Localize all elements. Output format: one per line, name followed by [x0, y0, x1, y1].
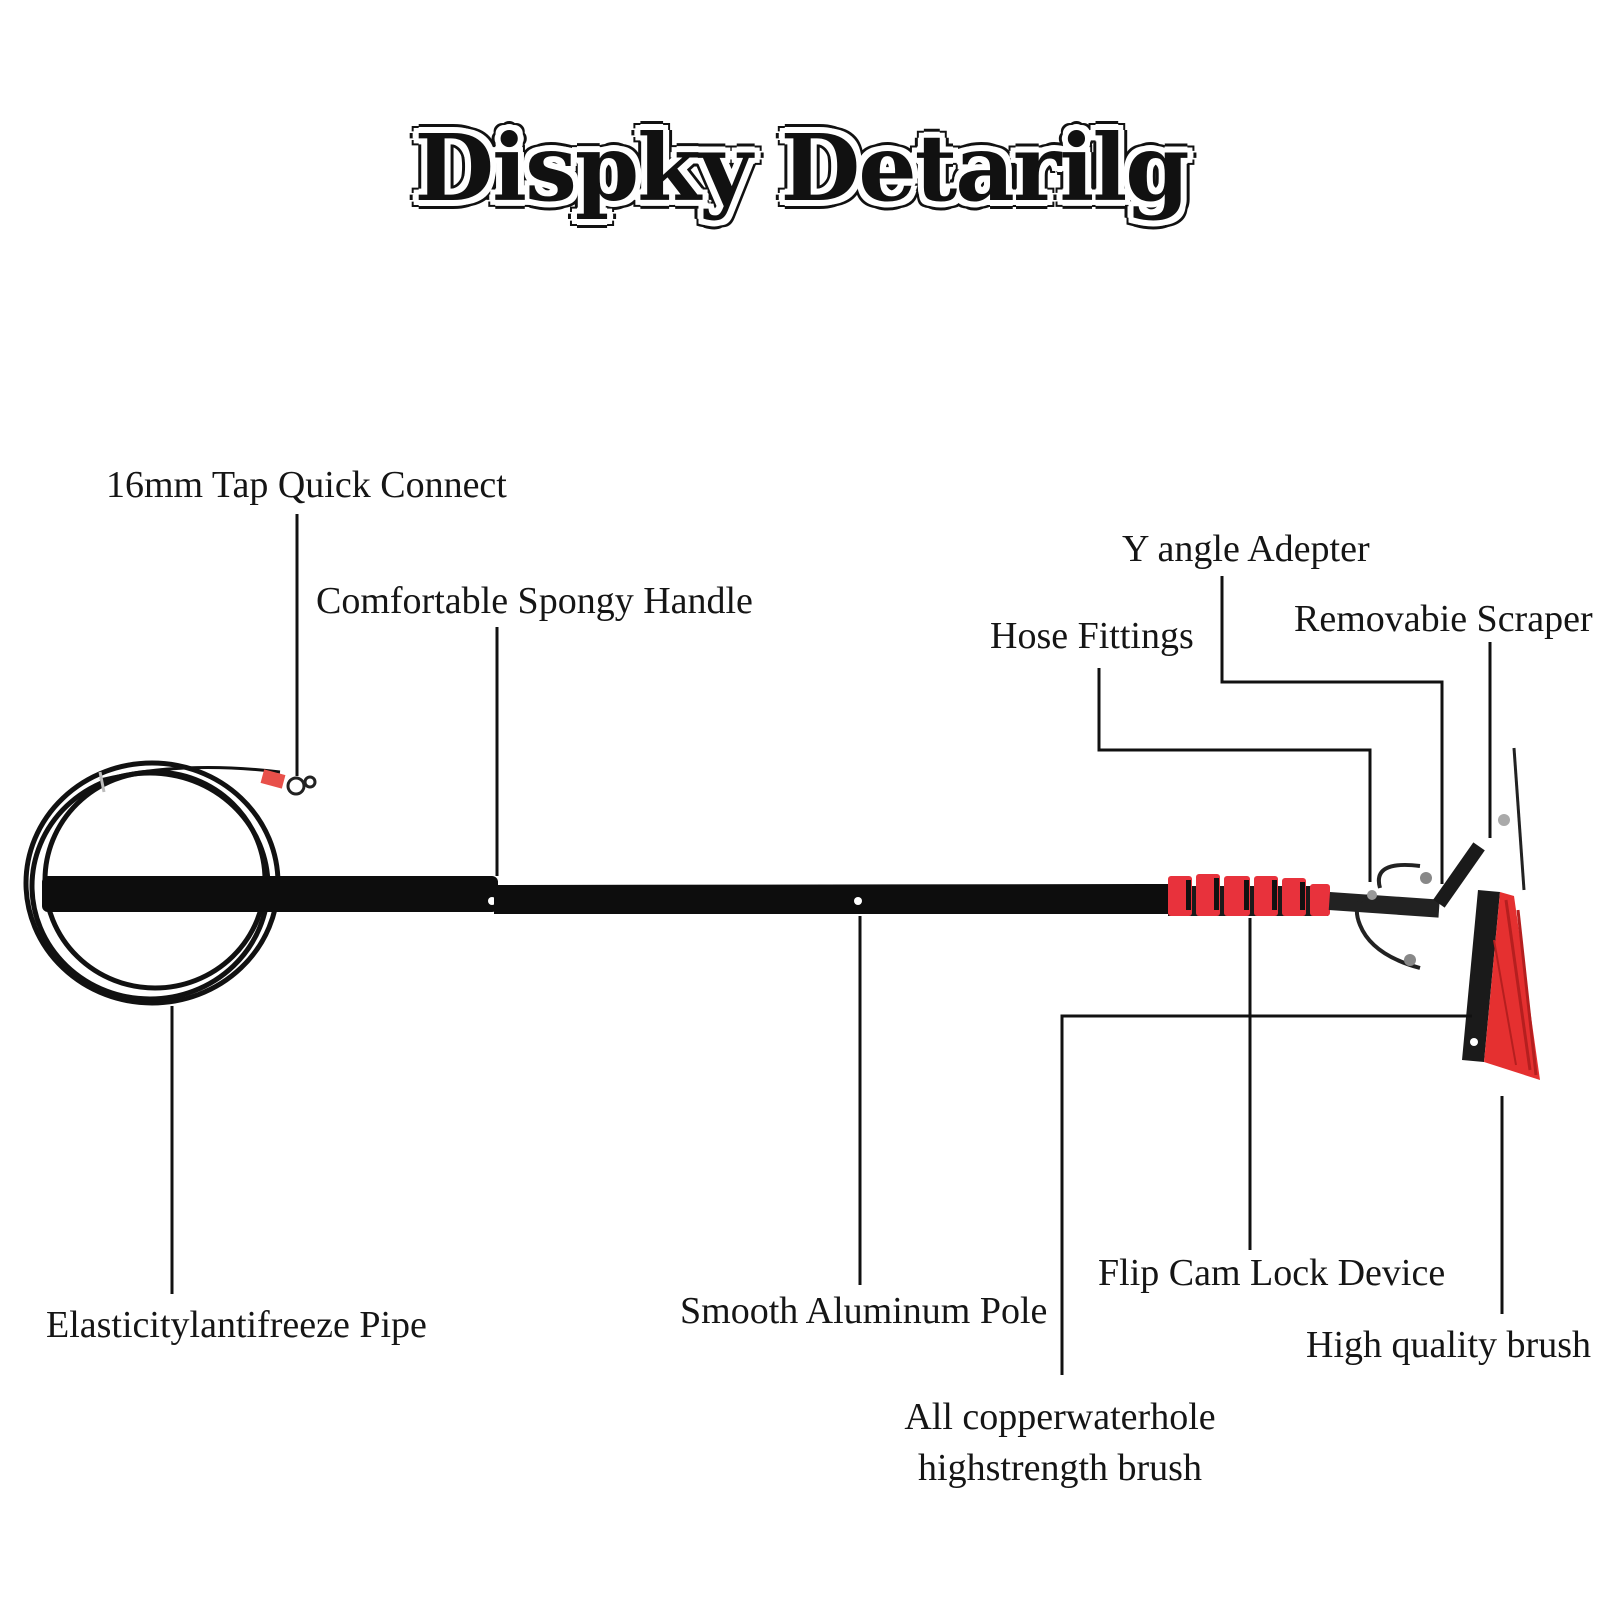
leader-lines [170, 514, 1504, 1375]
label-spongy-handle: Comfortable Spongy Handle [316, 580, 753, 622]
cam-lock-clamps [1168, 874, 1330, 916]
tap-connector-icon [260, 769, 317, 796]
label-copper-brush: All copperwaterhole highstrength brush [880, 1392, 1240, 1495]
label-tap-quick-connect: 16mm Tap Quick Connect [106, 464, 507, 506]
aluminum-pole [494, 884, 1170, 914]
page-title: Dispky Detarilg [414, 114, 1189, 222]
label-quality-brush: High quality brush [1306, 1324, 1591, 1366]
label-antifreeze-pipe: Elasticitylantifreeze Pipe [46, 1304, 427, 1346]
label-copper-brush-line2: highstrength brush [918, 1447, 1202, 1490]
label-aluminum-pole: Smooth Aluminum Pole [680, 1290, 1048, 1332]
label-hose-fittings: Hose Fittings [990, 615, 1194, 657]
spongy-handle [42, 876, 498, 912]
label-copper-brush-line1: All copperwaterhole [904, 1396, 1216, 1438]
y-angle-adapter [1328, 863, 1440, 970]
scraper [1433, 747, 1526, 908]
label-removable-scraper: Removabie Scraper [1294, 598, 1593, 640]
label-cam-lock: Flip Cam Lock Device [1098, 1252, 1446, 1294]
label-y-angle-adapter: Y angle Adepter [1122, 528, 1370, 570]
brush-head [1462, 890, 1540, 1080]
